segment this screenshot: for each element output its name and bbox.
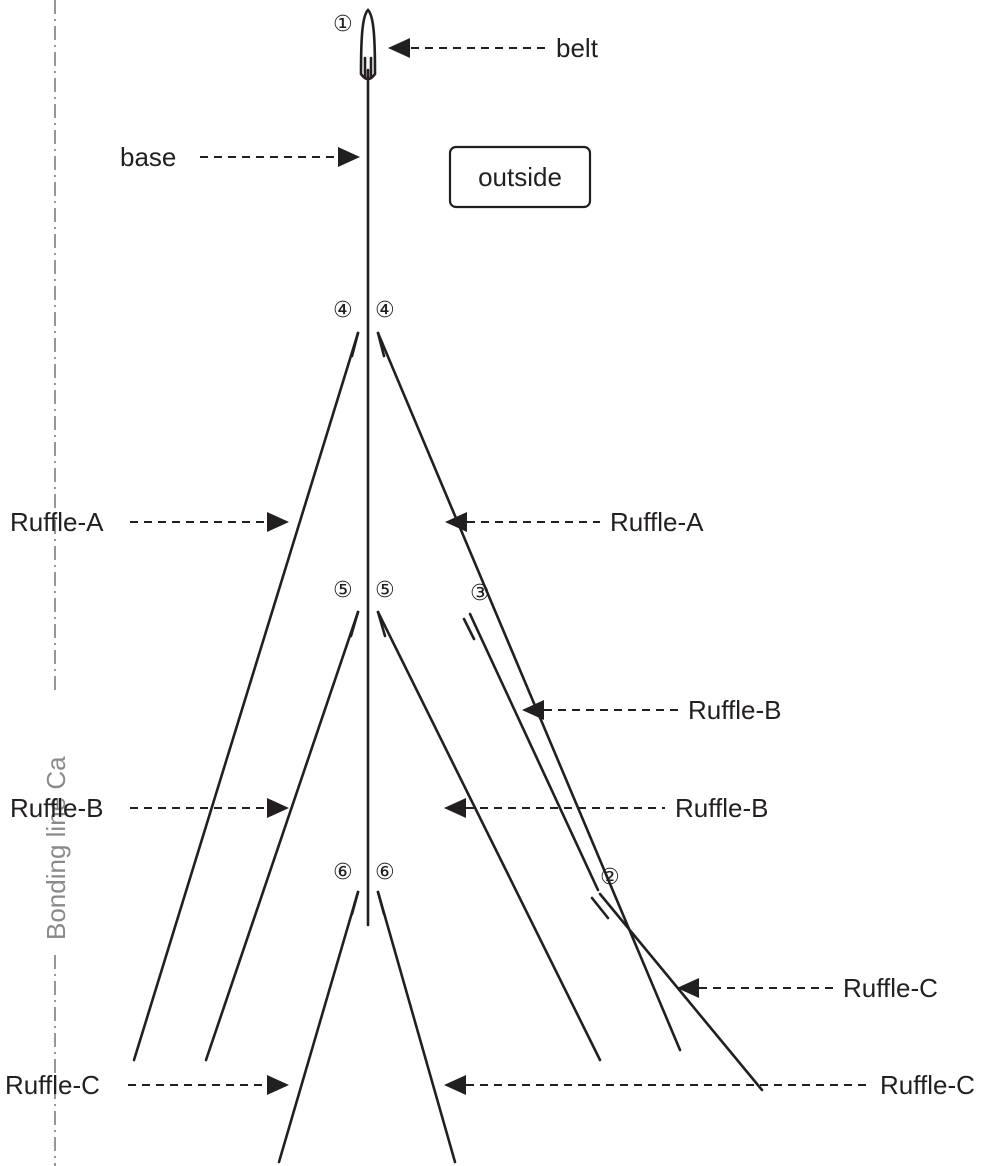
marker-3: ③: [470, 581, 490, 606]
ruffle-a-right-start: [376, 331, 386, 358]
outer-ruffles: [462, 612, 764, 1092]
ruffle-b-right-upper-callout: Ruffle-B: [522, 695, 781, 725]
ruffle-c-right-upper-callout: Ruffle-C: [677, 973, 938, 1003]
ruffle-c-left-line: [277, 890, 360, 1164]
ruffle-c-layer: [277, 890, 457, 1164]
marker-1: ①: [333, 12, 353, 37]
ruffle-a-right-callout: Ruffle-A: [445, 507, 704, 537]
ruffle-b-outer-line: [468, 612, 600, 892]
ruffle-a-right-label: Ruffle-A: [610, 507, 704, 537]
marker-4-right: ④: [375, 298, 395, 323]
ruffle-a-left-start: [350, 331, 360, 358]
ruffle-c-left-label: Ruffle-C: [5, 1070, 100, 1100]
belt-label: belt: [556, 33, 599, 63]
ruffle-c-right-lower-label: Ruffle-C: [880, 1070, 975, 1100]
ruffle-a-left-callout: Ruffle-A: [10, 507, 289, 537]
belt-shape: [359, 8, 377, 81]
ruffle-c-right-lower-callout: Ruffle-C: [444, 1070, 975, 1100]
marker-4-left: ④: [333, 298, 353, 323]
marker-5-right: ⑤: [375, 578, 395, 603]
markers: ① ④ ④ ⑤ ⑤ ③ ⑥ ⑥ ②: [333, 12, 620, 890]
ruffle-b-left-start: [349, 610, 360, 638]
bonding-line-label: Bonding line Ca: [41, 756, 71, 940]
ruffle-b-right-mid-callout: Ruffle-B: [444, 793, 768, 823]
ruffle-a-left-label: Ruffle-A: [10, 507, 104, 537]
marker-5-left: ⑤: [333, 578, 353, 603]
outside-label: outside: [478, 162, 562, 192]
marker-6-left: ⑥: [333, 860, 353, 885]
ruffle-b-right-start: [376, 610, 387, 638]
ruffle-a-right-line: [376, 331, 682, 1052]
ruffle-c-right-line: [376, 890, 457, 1164]
marker-6-right: ⑥: [375, 860, 395, 885]
belt-callout: belt: [388, 33, 599, 63]
ruffle-b-right-mid-label: Ruffle-B: [675, 793, 768, 823]
ruffle-c-outer-line: [598, 892, 764, 1092]
base-callout: base: [120, 142, 360, 172]
ruffle-c-right-upper-label: Ruffle-C: [843, 973, 938, 1003]
ruffle-a-left-line: [132, 331, 360, 1062]
ruffle-c-outer-start: [590, 896, 610, 920]
bonding-line: Bonding line Ca: [41, 0, 71, 1166]
ruffle-b-layer: [204, 610, 602, 1062]
ruffle-c-left-start: [350, 890, 360, 916]
ruffle-b-left-callout: Ruffle-B: [10, 793, 289, 823]
base-label: base: [120, 142, 176, 172]
ruffle-b-left-label: Ruffle-B: [10, 793, 103, 823]
ruffle-c-right-start: [376, 890, 386, 916]
ruffle-b-outer-start: [462, 617, 476, 641]
ruffle-b-right-line: [376, 610, 602, 1062]
ruffle-c-left-callout: Ruffle-C: [5, 1070, 289, 1100]
ruffle-b-left-line: [204, 610, 360, 1062]
marker-2: ②: [600, 865, 620, 890]
outside-box: outside: [448, 145, 592, 209]
ruffle-b-right-upper-label: Ruffle-B: [688, 695, 781, 725]
ruffle-a-layer: [132, 331, 682, 1062]
